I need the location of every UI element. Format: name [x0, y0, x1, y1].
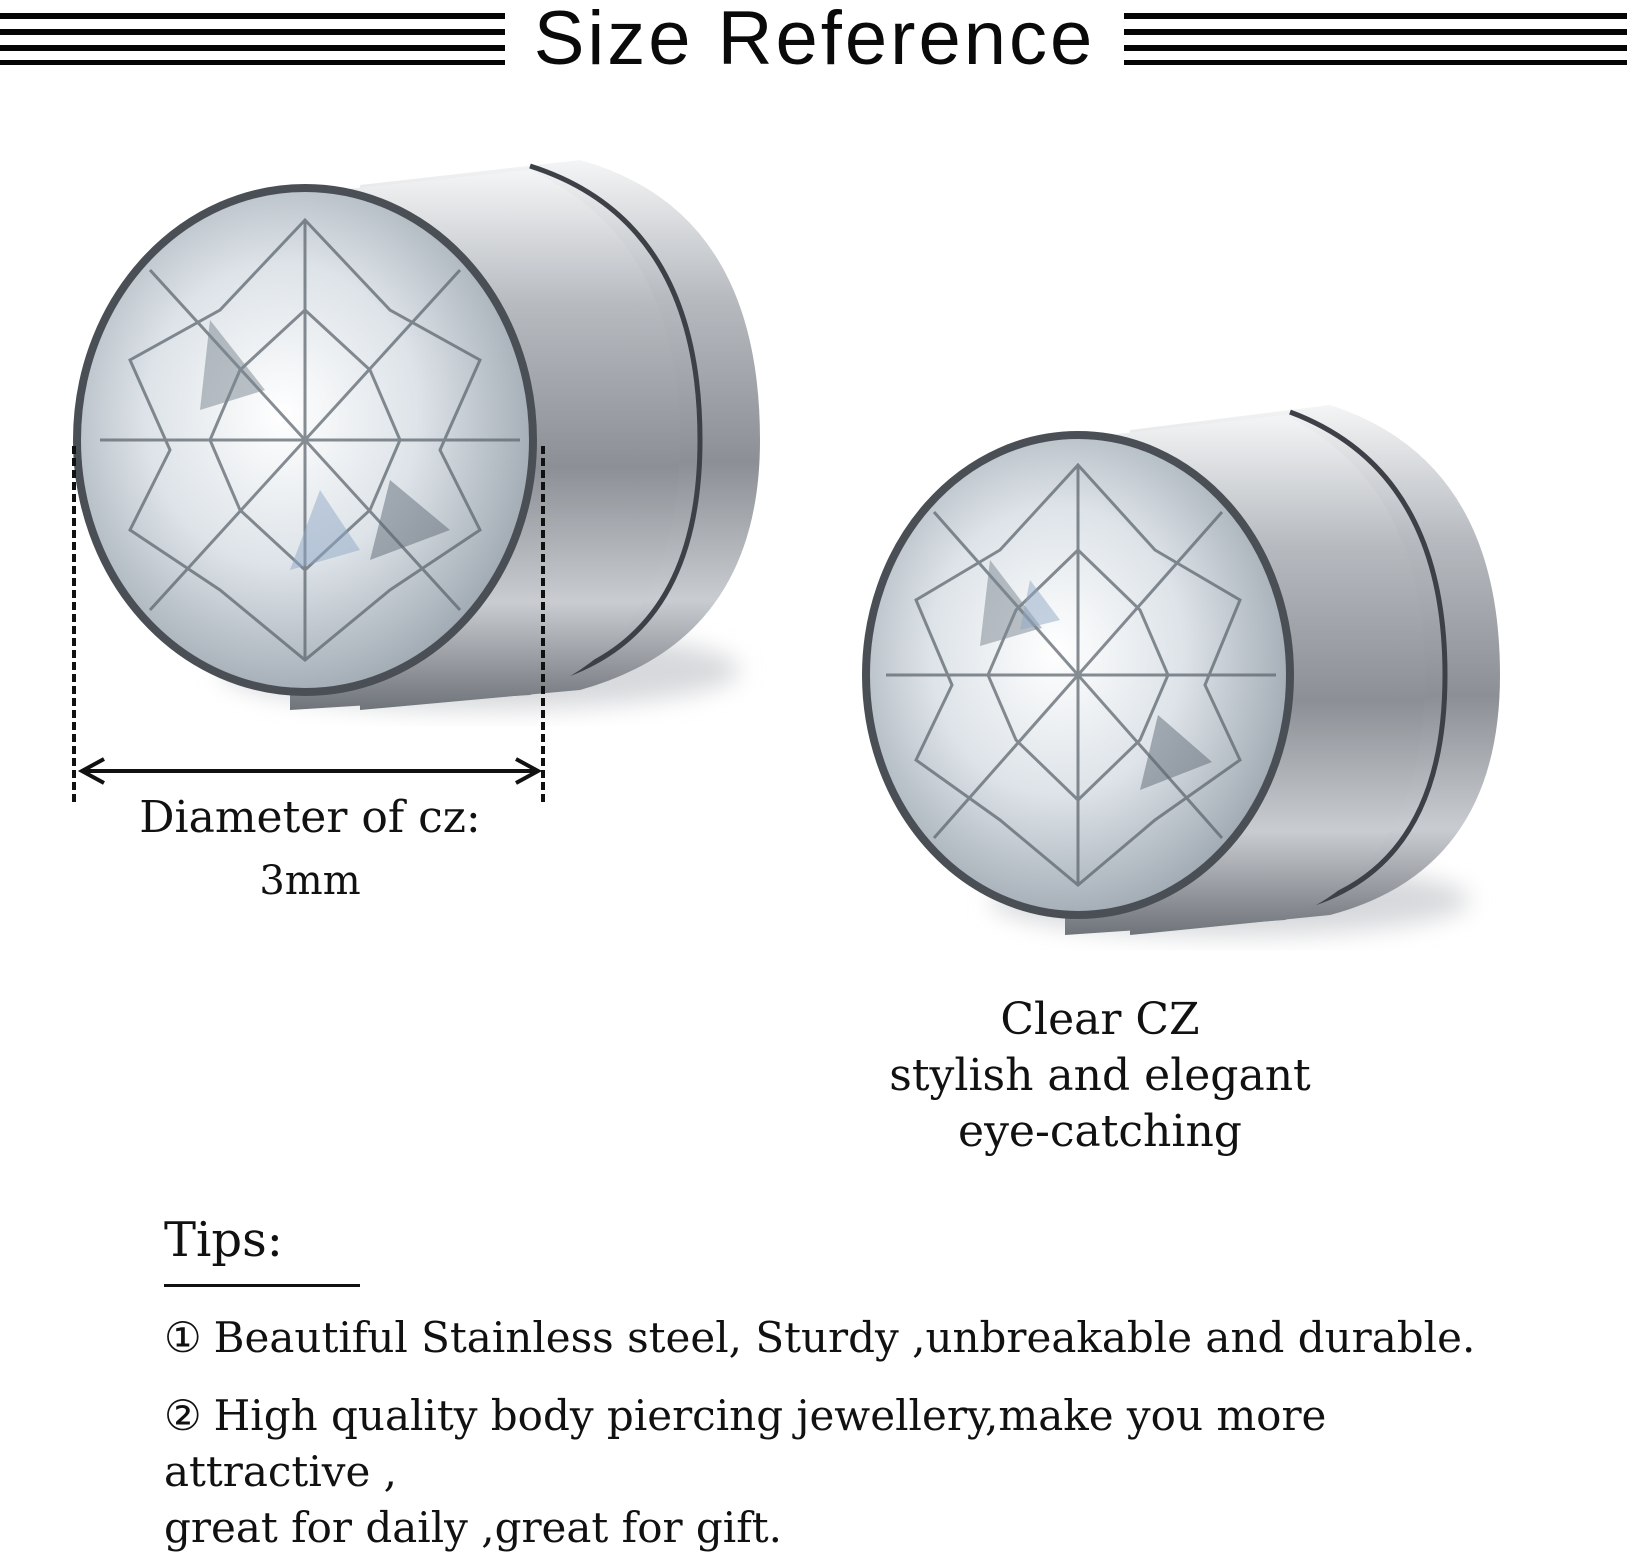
tip-text-2-line-1: High quality body piercing jewellery,mak…: [164, 1391, 1327, 1496]
tips-heading: Tips:: [164, 1212, 283, 1268]
tips-underline: [164, 1284, 360, 1287]
feature-line-2: stylish and elegant: [889, 1050, 1311, 1101]
measure-label: Diameter of cz:: [139, 792, 481, 843]
tip-text-2-line-2: great for daily ,great for gift.: [164, 1503, 783, 1552]
feature-line-3: eye-catching: [958, 1106, 1242, 1157]
earring-image-large: [60, 150, 820, 750]
measure-arrow: [76, 756, 544, 786]
tip-number-1: ①: [164, 1313, 202, 1362]
measure-value: 3mm: [259, 858, 361, 904]
feature-description: Clear CZ stylish and elegant eye-catchin…: [850, 992, 1350, 1160]
tip-number-2: ②: [164, 1391, 202, 1440]
tip-text-1: Beautiful Stainless steel, Sturdy ,unbre…: [213, 1313, 1476, 1362]
feature-line-1: Clear CZ: [1000, 994, 1200, 1045]
measure-right-guide: [541, 446, 545, 802]
page-title: Size Reference: [533, 0, 1096, 81]
earring-image-small: [850, 400, 1550, 970]
header-lines-right: [1124, 10, 1627, 65]
header-lines-left: [0, 10, 505, 65]
measure-left-guide: [72, 446, 76, 802]
